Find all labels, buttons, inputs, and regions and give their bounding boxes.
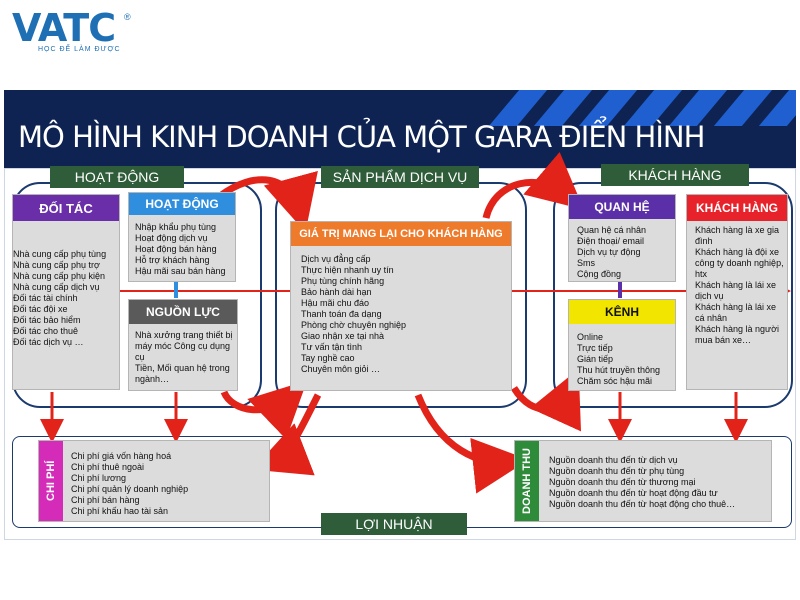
list-item: Hoạt động dịch vụ: [135, 233, 208, 243]
hoat-dong-header: HOẠT ĐỘNG: [129, 193, 235, 215]
list-item: Thực hiện nhanh uy tín: [301, 265, 394, 275]
box-nguon-luc: NGUỒN LỰC Nhà xưởng trang thiết bị máy m…: [128, 299, 238, 391]
logo-registered: ®: [124, 12, 131, 22]
curve-arrow-to-doanh-thu: [414, 393, 529, 494]
list-item: Chi phí thuê ngoài: [71, 462, 145, 472]
quan-he-header: QUAN HỆ: [569, 195, 675, 219]
list-item: Nguồn doanh thu đến từ hoạt động cho thu…: [549, 499, 736, 509]
list-item: Gián tiếp: [577, 354, 614, 364]
list-item: Chi phí bán hàng: [71, 495, 140, 505]
nguon-luc-header: NGUỒN LỰC: [129, 300, 237, 324]
list-item: Dịch vụ tự động: [577, 247, 641, 257]
title-banner: MÔ HÌNH KINH DOANH CỦA MỘT GARA ĐIỂN HÌN…: [4, 90, 796, 168]
chi-phi-header: CHI PHÍ: [39, 441, 63, 521]
section-hoat-dong: HOẠT ĐỘNG: [50, 166, 184, 188]
list-item: Đối tác cho thuê: [13, 326, 79, 336]
list-item: Sms: [577, 258, 595, 268]
list-item: Giao nhận xe tại nhà: [301, 331, 385, 341]
section-loi-nhuan: LỢI NHUẬN: [321, 513, 467, 535]
page-title: MÔ HÌNH KINH DOANH CỦA MỘT GARA ĐIỂN HÌN…: [18, 120, 705, 154]
list-item: Chi phí quản lý doanh nghiệp: [71, 484, 189, 494]
list-item: Chi phí giá vốn hàng hoá: [71, 451, 172, 461]
list-item: Đối tác tài chính: [13, 293, 78, 303]
list-item: Khách hàng là lái xe cá nhân: [695, 302, 777, 323]
list-item: Tư vấn tận tình: [301, 342, 363, 352]
list-item: Khách hàng là xe gia đình: [695, 225, 780, 246]
list-item: Nguồn doanh thu đến từ dịch vụ: [549, 455, 678, 465]
box-doanh-thu: DOANH THU Nguồn doanh thu đến từ dịch vụ…: [514, 440, 772, 522]
list-item: Điện thoại/ email: [577, 236, 645, 246]
box-gia-tri: GIÁ TRỊ MANG LẠI CHO KHÁCH HÀNG Dịch vụ …: [290, 221, 512, 391]
list-item: Phòng chờ chuyên nghiệp: [301, 320, 406, 330]
list-item: Tay nghề cao: [301, 353, 355, 363]
list-item: Quan hệ cá nhân: [577, 225, 647, 235]
list-item: Phụ tùng chính hãng: [301, 276, 385, 286]
list-item: Nguồn doanh thu đến từ thương mại: [549, 477, 696, 487]
list-item: Chi phí khấu hao tài sản: [71, 506, 169, 516]
list-item: Cộng đồng: [577, 269, 622, 279]
list-item: Nguồn doanh thu đến từ phụ tùng: [549, 466, 685, 476]
curve-arrow-top-left: [217, 170, 318, 233]
list-item: Khách hàng là người mua bán xe…: [695, 324, 779, 345]
gia-tri-header: GIÁ TRỊ MANG LẠI CHO KHÁCH HÀNG: [291, 222, 511, 246]
section-san-pham: SẢN PHẨM DỊCH VỤ: [321, 166, 479, 188]
list-item: Đối tác bảo hiểm: [13, 315, 81, 325]
curve-arrow-mid-left: [220, 380, 308, 440]
list-item: Nhập khẩu phụ tùng: [135, 222, 217, 232]
logo-brand: VATC: [12, 6, 116, 50]
list-item: Nguồn doanh thu đến từ hoạt động đầu tư: [549, 488, 718, 498]
list-item: Hoạt động bán hàng: [135, 244, 217, 254]
doanh-thu-header: DOANH THU: [515, 441, 539, 521]
logo-tagline: HỌC ĐỂ LÀM ĐƯỢC: [38, 46, 121, 53]
list-item: Online: [577, 332, 604, 342]
list-item: Đối tác đội xe: [13, 304, 68, 314]
list-item: Hỗ trợ khách hàng: [135, 255, 210, 265]
curve-arrow-mid-right: [511, 368, 581, 432]
list-item: Đối tác dịch vụ …: [13, 337, 84, 347]
list-item: Chăm sóc hậu mãi: [577, 376, 653, 386]
list-item: Nhà cung cấp dịch vụ: [13, 282, 100, 292]
list-item: Chuyên môn giỏi …: [301, 364, 381, 374]
list-item: Thanh toán đa dạng: [301, 309, 382, 319]
list-item: Chi phí lương: [71, 473, 126, 483]
kenh-header: KÊNH: [569, 300, 675, 324]
list-item: Khách hàng là lái xe dịch vụ: [695, 280, 777, 301]
list-item: Dịch vụ đẳng cấp: [301, 254, 371, 264]
list-item: Trực tiếp: [577, 343, 613, 353]
list-item: Nhà cung cấp phụ trợ: [13, 260, 100, 270]
nguon-luc-list: Nhà xưởng trang thiết bị máy móc Công cụ…: [135, 330, 235, 385]
curve-arrow-to-chi-phi: [252, 393, 322, 476]
vatc-logo: VATC ® HỌC ĐỂ LÀM ĐƯỢC: [12, 6, 131, 53]
list-item: Khách hàng là đội xe công ty doanh nghiệ…: [695, 247, 784, 279]
curve-arrow-top-right: [482, 151, 584, 220]
list-item: Hậu mãi chu đáo: [301, 298, 370, 308]
section-khach-hang: KHÁCH HÀNG: [601, 164, 749, 186]
list-item: Thu hút truyền thông: [577, 365, 661, 375]
list-item: Tiền, Mối quan hệ trong ngành…: [135, 363, 230, 384]
list-item: Nhà cung cấp phụ kiện: [13, 271, 106, 281]
list-item: Bảo hành dài hạn: [301, 287, 372, 297]
list-item: Hậu mãi sau bán hàng: [135, 266, 226, 276]
doi-tac-header: ĐỐI TÁC: [13, 195, 119, 221]
list-item: Nhà xưởng trang thiết bị máy móc Công cụ…: [135, 330, 233, 362]
khach-hang-header: KHÁCH HÀNG: [687, 195, 787, 221]
list-item: Nhà cung cấp phụ tùng: [13, 249, 107, 259]
